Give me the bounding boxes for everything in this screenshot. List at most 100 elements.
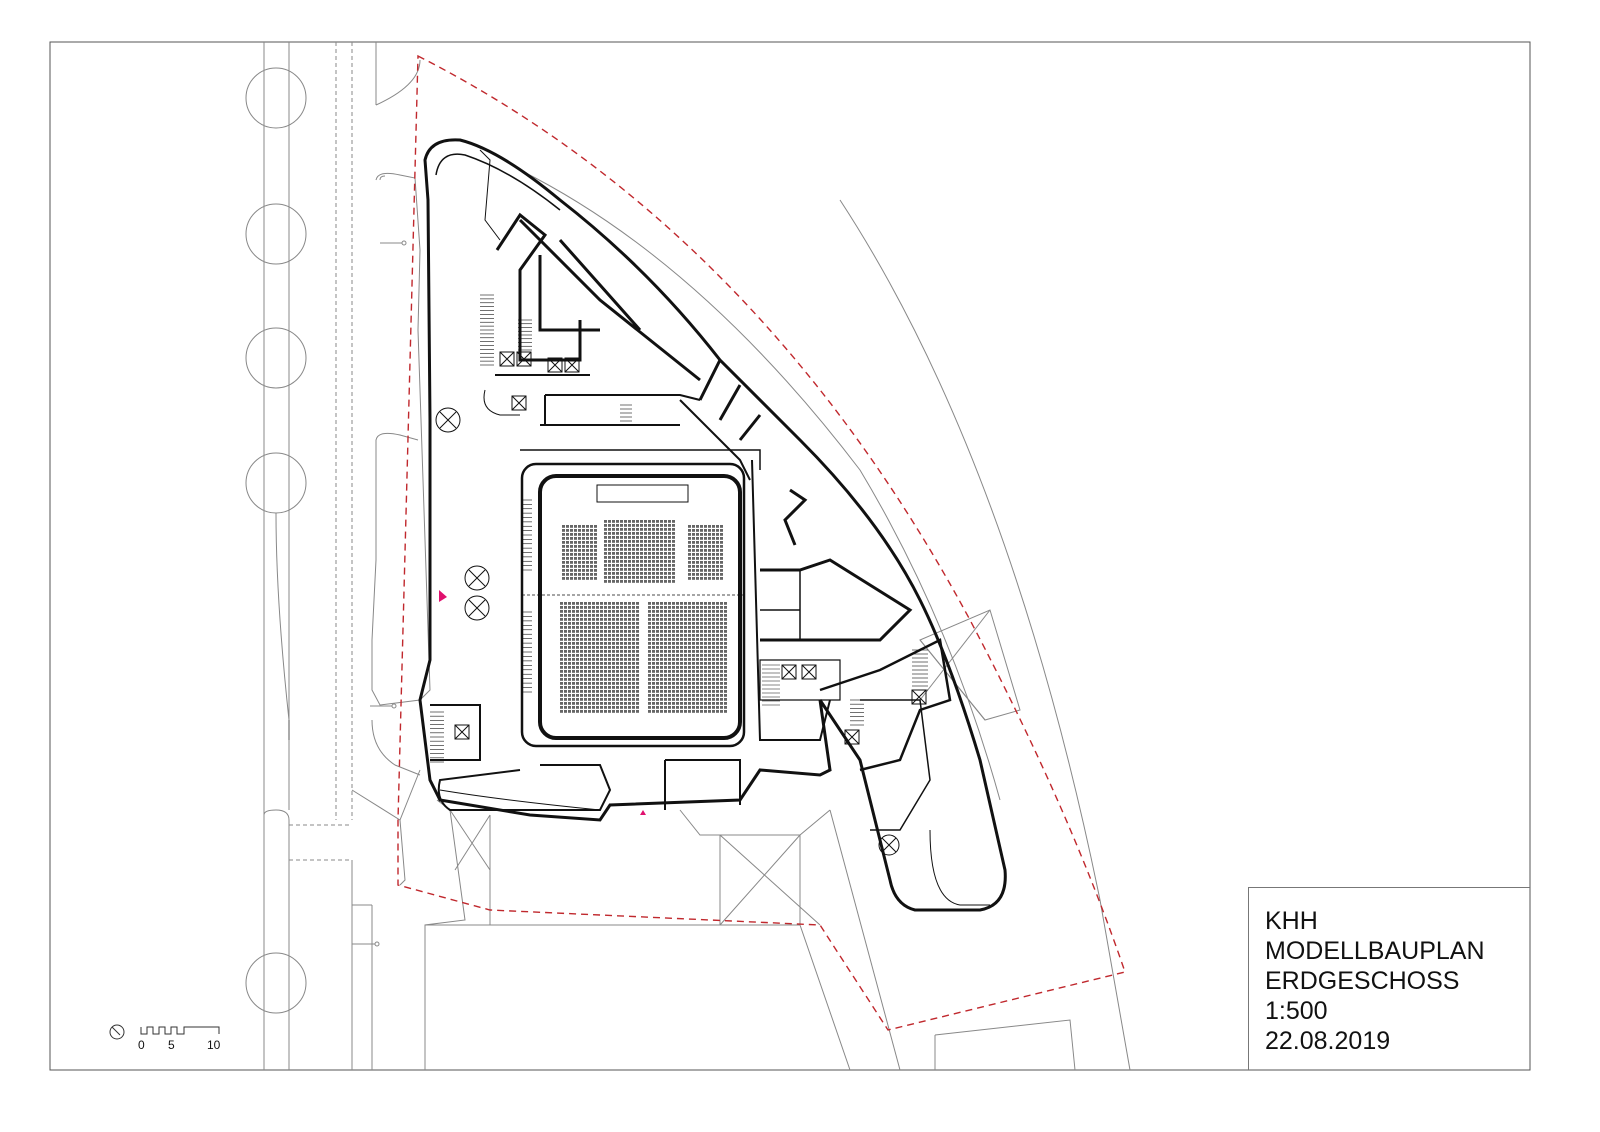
seat-lower-left <box>620 634 623 637</box>
seat-upper-right <box>696 565 699 568</box>
seat-lower-left <box>572 670 575 673</box>
seat-lower-left <box>560 646 563 649</box>
seat-lower-right <box>700 654 703 657</box>
seat-upper-center <box>624 564 627 567</box>
seat-lower-left <box>604 614 607 617</box>
seat-upper-left <box>570 557 573 560</box>
seat-lower-left <box>608 626 611 629</box>
seat-lower-right <box>720 710 723 713</box>
seat-upper-left <box>590 561 593 564</box>
seat-lower-left <box>620 602 623 605</box>
seat-lower-right <box>668 666 671 669</box>
seat-lower-left <box>608 690 611 693</box>
seat-lower-right <box>660 602 663 605</box>
seat-upper-left <box>562 525 565 528</box>
seat-lower-right <box>720 686 723 689</box>
seat-lower-right <box>708 622 711 625</box>
seat-upper-center <box>632 540 635 543</box>
seat-upper-center <box>664 560 667 563</box>
seat-lower-left <box>608 630 611 633</box>
seat-lower-right <box>716 654 719 657</box>
seat-lower-left <box>608 650 611 653</box>
seat-lower-left <box>616 622 619 625</box>
seat-lower-right <box>724 702 727 705</box>
seat-lower-left <box>624 690 627 693</box>
seat-lower-left <box>636 686 639 689</box>
seat-lower-left <box>632 710 635 713</box>
seat-lower-right <box>680 658 683 661</box>
seat-upper-center <box>672 560 675 563</box>
seat-lower-right <box>700 634 703 637</box>
seat-upper-left <box>566 569 569 572</box>
seat-upper-center <box>652 540 655 543</box>
seat-upper-center <box>628 568 631 571</box>
seat-lower-left <box>564 694 567 697</box>
seat-upper-center <box>648 580 651 583</box>
seat-upper-left <box>578 553 581 556</box>
seat-upper-center <box>624 548 627 551</box>
seat-lower-right <box>652 614 655 617</box>
seat-lower-right <box>688 678 691 681</box>
seat-upper-left <box>586 557 589 560</box>
seat-lower-right <box>684 662 687 665</box>
seat-lower-left <box>620 650 623 653</box>
seat-upper-right <box>716 525 719 528</box>
seat-lower-left <box>620 690 623 693</box>
seat-upper-right <box>704 557 707 560</box>
seat-lower-right <box>676 666 679 669</box>
seat-lower-left <box>564 606 567 609</box>
seat-lower-right <box>692 670 695 673</box>
seat-lower-left <box>636 646 639 649</box>
seat-upper-center <box>672 556 675 559</box>
seat-upper-center <box>636 580 639 583</box>
seat-lower-right <box>684 602 687 605</box>
seat-upper-center <box>656 532 659 535</box>
seat-upper-right <box>696 541 699 544</box>
seat-upper-left <box>562 545 565 548</box>
seat-lower-right <box>656 654 659 657</box>
seat-lower-left <box>600 694 603 697</box>
seat-lower-right <box>688 650 691 653</box>
seat-lower-left <box>576 670 579 673</box>
seat-lower-left <box>596 674 599 677</box>
seat-lower-right <box>720 606 723 609</box>
seat-upper-left <box>574 573 577 576</box>
seat-lower-left <box>604 634 607 637</box>
seat-lower-right <box>652 658 655 661</box>
seat-lower-left <box>604 622 607 625</box>
seat-upper-right <box>716 545 719 548</box>
seat-lower-right <box>648 626 651 629</box>
seat-lower-left <box>616 694 619 697</box>
seat-lower-right <box>684 678 687 681</box>
seat-upper-right <box>688 569 691 572</box>
seat-lower-left <box>608 614 611 617</box>
seat-upper-right <box>688 561 691 564</box>
seat-lower-left <box>560 698 563 701</box>
seat-upper-center <box>604 532 607 535</box>
seat-lower-left <box>584 658 587 661</box>
seat-lower-left <box>576 690 579 693</box>
seat-lower-left <box>608 646 611 649</box>
seat-upper-center <box>656 560 659 563</box>
seat-upper-center <box>644 540 647 543</box>
seat-upper-center <box>620 556 623 559</box>
seat-upper-right <box>708 557 711 560</box>
seat-lower-left <box>600 690 603 693</box>
seat-lower-right <box>716 702 719 705</box>
seat-upper-right <box>720 529 723 532</box>
seat-lower-right <box>664 626 667 629</box>
seat-lower-left <box>568 654 571 657</box>
seat-upper-right <box>720 569 723 572</box>
seat-lower-left <box>620 618 623 621</box>
seat-upper-left <box>562 537 565 540</box>
seat-lower-left <box>600 626 603 629</box>
seat-upper-right <box>692 565 695 568</box>
seat-lower-right <box>708 694 711 697</box>
seat-lower-right <box>668 686 671 689</box>
seat-lower-left <box>604 650 607 653</box>
building-walls <box>418 138 1007 912</box>
seat-lower-right <box>656 698 659 701</box>
seat-lower-right <box>716 602 719 605</box>
seat-lower-left <box>624 654 627 657</box>
seat-lower-left <box>620 666 623 669</box>
